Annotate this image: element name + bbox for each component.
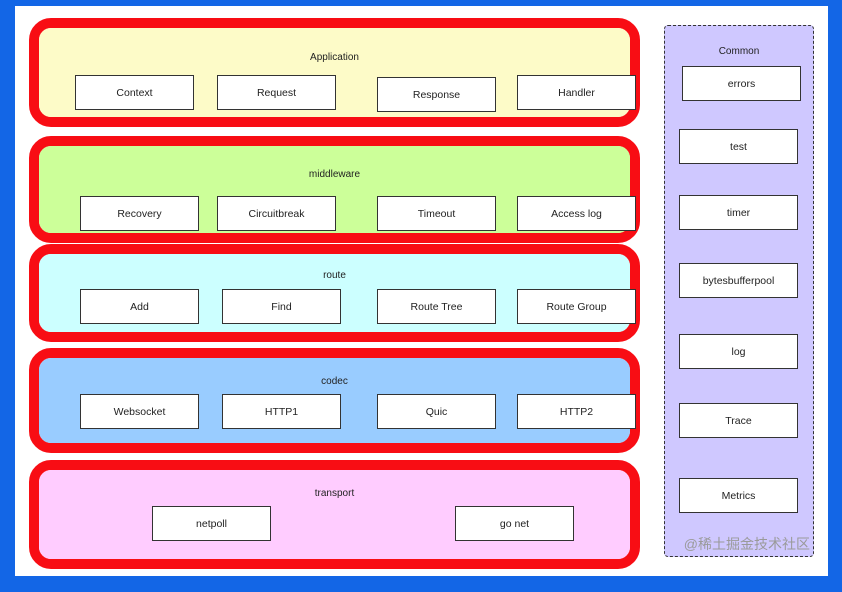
http1-box: HTTP1: [222, 394, 341, 429]
codec-layer: codec Websocket HTTP1 Quic HTTP2: [29, 348, 640, 453]
middleware-layer-title: middleware: [308, 169, 361, 180]
application-layer: Application Context Request Response Han…: [29, 18, 640, 127]
route-group-box: Route Group: [517, 289, 636, 324]
quic-box: Quic: [377, 394, 496, 429]
go-net-box: go net: [455, 506, 574, 541]
circuitbreak-box: Circuitbreak: [217, 196, 336, 231]
route-layer: route Add Find Route Tree Route Group: [29, 244, 640, 342]
route-layer-title: route: [323, 270, 346, 281]
transport-layer: transport netpoll go net: [29, 460, 640, 569]
request-box: Request: [217, 75, 336, 110]
route-tree-box: Route Tree: [377, 289, 496, 324]
metrics-box: Metrics: [679, 478, 798, 513]
handler-box: Handler: [517, 75, 636, 110]
websocket-box: Websocket: [80, 394, 199, 429]
codec-layer-title: codec: [321, 376, 348, 387]
trace-box: Trace: [679, 403, 798, 438]
test-box: test: [679, 129, 798, 164]
common-title: Common: [718, 46, 760, 57]
netpoll-box: netpoll: [152, 506, 271, 541]
timeout-box: Timeout: [377, 196, 496, 231]
middleware-layer: middleware Recovery Circuitbreak Timeout…: [29, 136, 640, 243]
application-layer-title: Application: [310, 52, 359, 63]
common-panel: Common errors test timer bytesbufferpool…: [664, 25, 814, 557]
architecture-diagram: Application Context Request Response Han…: [15, 6, 828, 576]
response-box: Response: [377, 77, 496, 112]
watermark-text: @稀土掘金技术社区: [683, 536, 810, 552]
errors-box: errors: [682, 66, 801, 101]
transport-layer-title: transport: [314, 488, 355, 499]
add-box: Add: [80, 289, 199, 324]
context-box: Context: [75, 75, 194, 110]
timer-box: timer: [679, 195, 798, 230]
find-box: Find: [222, 289, 341, 324]
recovery-box: Recovery: [80, 196, 199, 231]
log-box: log: [679, 334, 798, 369]
access-log-box: Access log: [517, 196, 636, 231]
bytesbufferpool-box: bytesbufferpool: [679, 263, 798, 298]
http2-box: HTTP2: [517, 394, 636, 429]
